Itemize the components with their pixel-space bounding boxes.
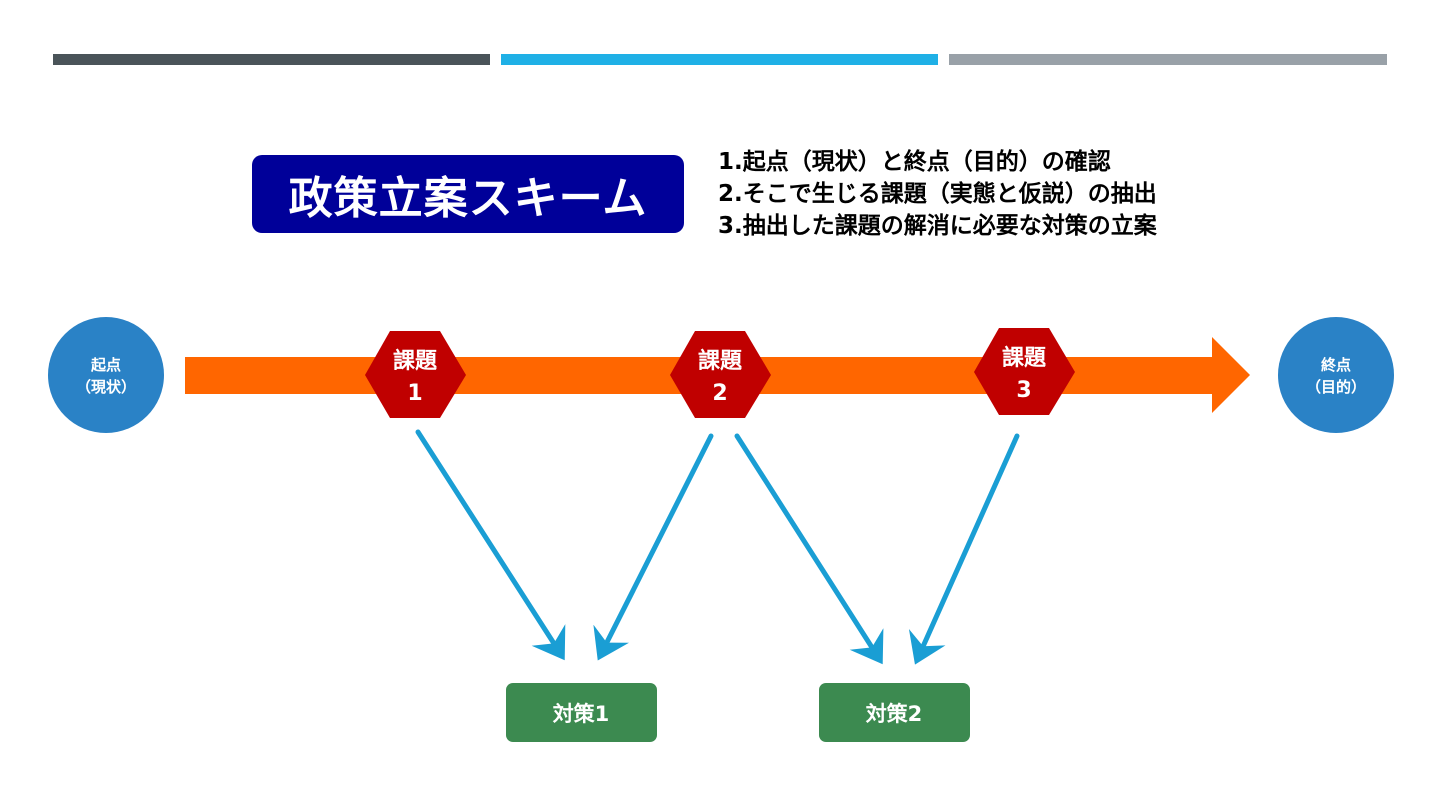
end-sublabel: （目的） — [1306, 378, 1366, 396]
page-title: 政策立案スキーム — [252, 155, 684, 233]
step-item: 1.起点（現状）と終点（目的）の確認 — [718, 149, 1111, 175]
measure-label: 対策2 — [866, 702, 923, 726]
start-label: 起点 — [90, 356, 121, 374]
start-node: 起点 （現状） — [48, 317, 164, 433]
step-item: 3.抽出した課題の解消に必要な対策の立案 — [718, 213, 1157, 239]
issue-number: 3 — [1016, 378, 1031, 403]
issue-3: 課題 3 — [974, 328, 1075, 415]
measure-label: 対策1 — [553, 702, 610, 726]
step-item: 2.そこで生じる課題（実態と仮説）の抽出 — [718, 181, 1157, 207]
issue-label: 課題 — [1002, 345, 1047, 371]
connector-arrow — [734, 433, 884, 665]
issue-2: 課題 2 — [670, 331, 771, 418]
issue-label: 課題 — [393, 348, 438, 374]
header-bar-gray — [949, 54, 1387, 65]
issue-number: 1 — [407, 381, 422, 406]
measure-2: 対策2 — [819, 683, 970, 742]
header-bar-dark — [53, 54, 490, 65]
end-label: 終点 — [1321, 356, 1351, 374]
header-bar-blue — [501, 54, 938, 65]
issue-number: 2 — [712, 381, 727, 406]
end-node: 終点 （目的） — [1278, 317, 1394, 433]
measure-1: 対策1 — [506, 683, 657, 742]
connector-arrow — [593, 433, 714, 661]
steps-list: 1.起点（現状）と終点（目的）の確認 2.そこで生じる課題（実態と仮説）の抽出 … — [718, 146, 1157, 242]
start-sublabel: （現状） — [76, 378, 136, 396]
connector-arrow — [415, 429, 566, 661]
issue-1: 課題 1 — [365, 331, 466, 418]
issue-label: 課題 — [698, 348, 743, 374]
connector-arrow — [908, 433, 1020, 665]
